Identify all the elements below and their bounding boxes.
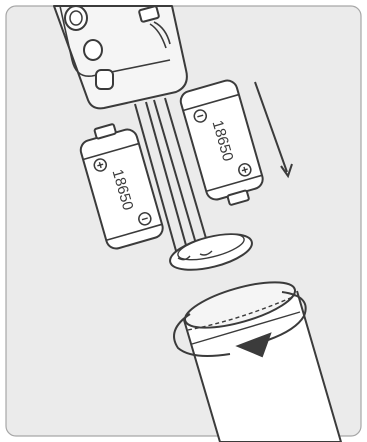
button-icon-2: [84, 40, 102, 60]
button-icon-3: [96, 70, 113, 89]
